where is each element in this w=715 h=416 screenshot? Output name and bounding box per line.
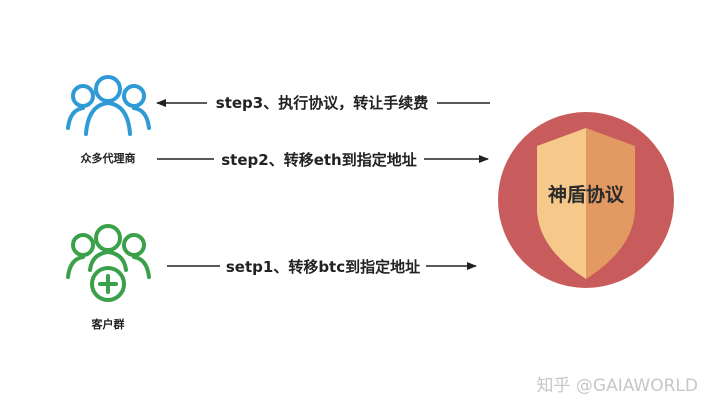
step2-label: step2、转移eth到指定地址 [221, 151, 416, 169]
step3-label-bg [207, 90, 437, 114]
step1-label-bg [220, 254, 426, 278]
watermark: 知乎 @GAIAWORLD [537, 376, 698, 396]
agents-label: 众多代理商 [81, 151, 136, 165]
step1-label: setp1、转移btc到指定地址 [226, 258, 420, 276]
customers-plus-badge-icon [90, 266, 126, 302]
agents-group-icon [66, 75, 151, 136]
customers-label: 客户群 [91, 317, 125, 331]
shield-icon [537, 128, 635, 279]
step3-label: step3、执行协议，转让手续费 [216, 94, 428, 112]
customers-group-icon [66, 224, 151, 279]
step2-label-bg [214, 147, 424, 171]
protocol-label: 神盾协议 [548, 183, 625, 206]
